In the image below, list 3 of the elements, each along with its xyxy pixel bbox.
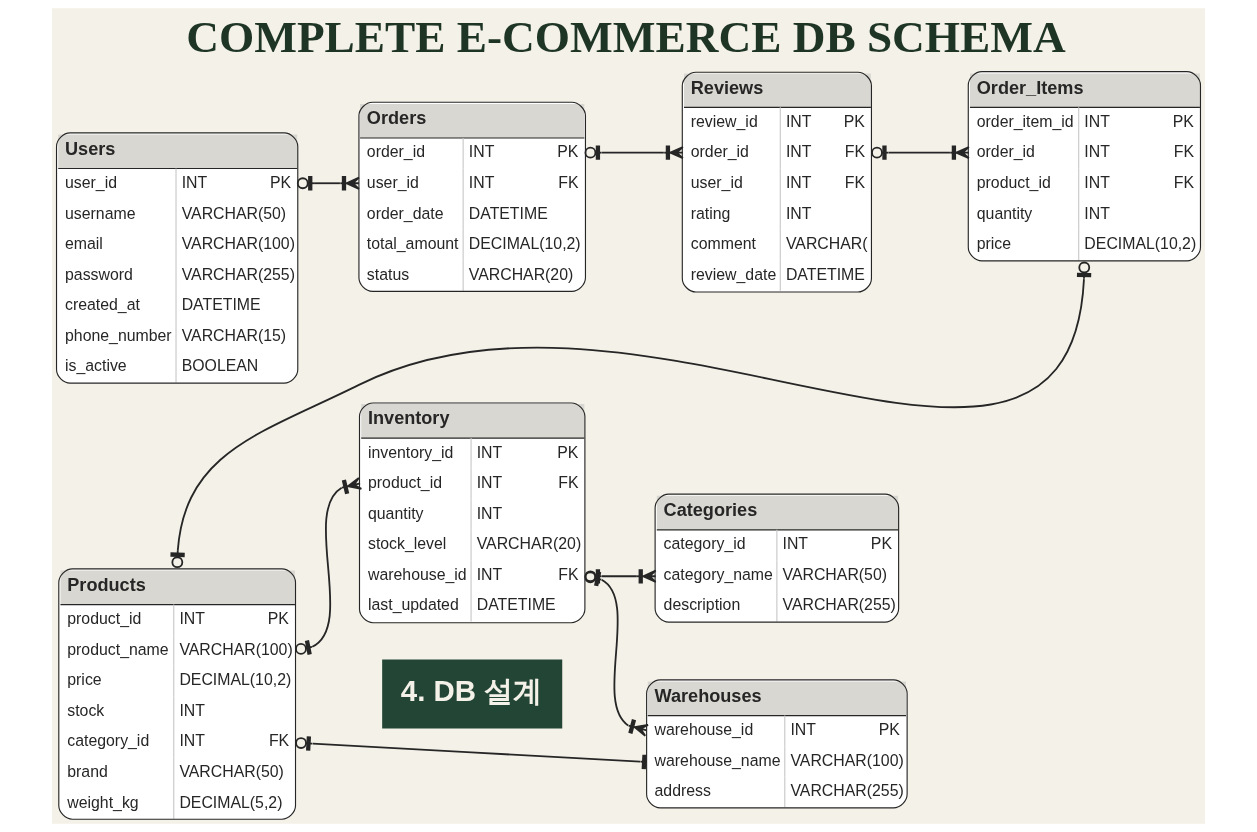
connector <box>295 477 363 655</box>
label: 4. DB 설계 <box>400 673 543 707</box>
diagram-title: COMPLETE E-COMMERCE DB SCHEMA <box>186 12 1066 63</box>
